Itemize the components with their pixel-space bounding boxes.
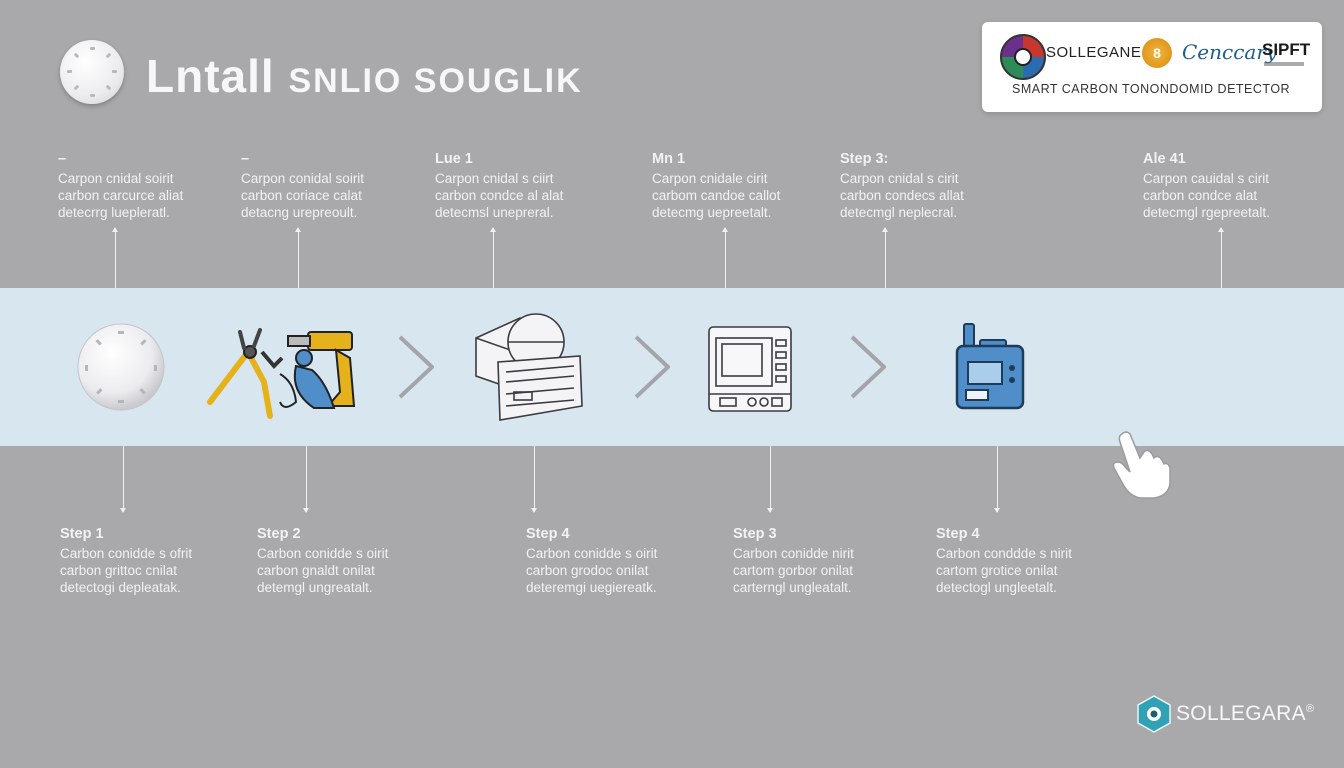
footer-brand-text: SOLLEGARA [1176, 702, 1306, 725]
bottom-step-1-line-2: carbon grittoc cnilat [60, 563, 178, 578]
chevron-right-icon-3 [850, 335, 886, 399]
bottom-arrow-1 [120, 446, 126, 513]
brand-script: Cenccary [1182, 40, 1278, 64]
top-arrow-4 [722, 227, 728, 288]
top-step-4-line-3: detecmg uepreetalt. [652, 205, 772, 220]
bottom-step-4-line-1: Carbon conidde nirit [733, 546, 854, 561]
top-step-5: Step 3: Carpon cnidal s cirit carbon con… [840, 151, 964, 221]
pointer-hand-icon [1112, 431, 1171, 499]
tools-icon [207, 328, 356, 419]
top-step-5-line-3: detecmgl neplecral. [840, 205, 958, 220]
chevron-right-icon-2 [634, 335, 670, 399]
bottom-step-2-title: Step 2 [257, 526, 301, 542]
top-step-5-title: Step 3: [840, 151, 889, 167]
top-arrow-1 [112, 227, 118, 288]
footer-brand-name: SOLLEGARA® [1176, 702, 1314, 726]
bottom-arrow-3 [531, 446, 537, 513]
top-step-2: – Carpon conidal soirit carbon coriace c… [241, 151, 364, 221]
bottom-step-1-title: Step 1 [60, 526, 104, 542]
bottom-arrow-5 [994, 446, 1000, 513]
top-step-1-line-3: detecrrg luepleratl. [58, 205, 170, 220]
bottom-step-5-title: Step 4 [936, 526, 980, 542]
smart-device-icon [955, 323, 1025, 410]
bottom-step-1-line-3: detectogi depleatak. [60, 580, 181, 595]
bottom-arrow-4 [767, 446, 773, 513]
top-step-1-line-2: carbon carcurce aliat [58, 188, 184, 203]
box-icon [475, 313, 583, 421]
top-step-3-line-1: Carpon cnidal s ciirt [435, 171, 554, 186]
bottom-step-4: Step 3 Carbon conidde nirit cartom gorbo… [733, 526, 854, 596]
top-step-1-title: – [58, 151, 67, 167]
top-step-2-title: – [241, 151, 250, 167]
bottom-step-3-line-2: carbon grodoc onilat [526, 563, 649, 578]
page-title-main: Lntall [146, 50, 275, 102]
bottom-step-2-line-3: detemgl ungreatalt. [257, 580, 373, 595]
bottom-step-3: Step 4 Carbon conidde s oirit carbon gro… [526, 526, 657, 596]
bottom-step-3-line-1: Carbon conidde s oirit [526, 546, 658, 561]
top-step-4-title: Mn 1 [652, 151, 686, 167]
top-step-3-line-2: carbon condce al alat [435, 188, 564, 203]
control-panel-icon [708, 326, 792, 412]
chevron-right-icon [398, 335, 434, 399]
top-step-6-title: Ale 41 [1143, 151, 1186, 167]
top-step-4-line-1: Carpon cnidale cirit [652, 171, 768, 186]
top-step-3: Lue 1 Carpon cnidal s ciirt carbon condc… [435, 151, 563, 221]
top-step-3-line-3: detecmsl unepreral. [435, 205, 554, 220]
bottom-step-4-title: Step 3 [733, 526, 777, 542]
top-step-2-line-3: detacng urepreoult. [241, 205, 358, 220]
top-arrow-3 [490, 227, 496, 288]
bottom-step-5: Step 4 Carbon conddde s nirit cartom gro… [936, 526, 1072, 596]
bottom-step-4-line-2: cartom gorbor onilat [733, 563, 854, 578]
bottom-step-1: Step 1 Carbon conidde s ofrit carbon gri… [60, 526, 192, 596]
bottom-step-1-line-1: Carbon conidde s ofrit [60, 546, 193, 561]
brand-seal-icon [1000, 34, 1046, 80]
brand-medal-icon: 8 [1142, 38, 1172, 68]
brand-card: SOLLEGANE 8 Cenccary SIPFT SMART CARBON … [982, 22, 1322, 112]
bottom-step-2-line-1: Carbon conidde s oirit [257, 546, 389, 561]
top-step-4: Mn 1 Carpon cnidale cirit carbom candoe … [652, 151, 780, 221]
footer-brand-icon [1137, 695, 1171, 733]
detector-icon [77, 323, 165, 411]
top-step-5-line-2: carbon condecs allat [840, 188, 964, 203]
brand-tagline: SMART CARBON TONONDOMID DETECTOR [1012, 82, 1291, 96]
header-detector-icon [60, 40, 124, 104]
bottom-step-5-line-3: detectogl ungleetalt. [936, 580, 1057, 595]
top-step-6: Ale 41 Carpon cauidal s cirit carbon con… [1143, 151, 1270, 221]
top-step-1-line-1: Carpon cnidal soirit [58, 171, 174, 186]
top-step-1: – Carpon cnidal soirit carbon carcurce a… [58, 151, 183, 221]
brand-name: SOLLEGANE [1046, 44, 1142, 61]
top-step-5-line-1: Carpon cnidal s cirit [840, 171, 959, 186]
bottom-step-3-line-3: deteremgi uegiereatk. [526, 580, 657, 595]
top-step-6-line-2: carbon condce alat [1143, 188, 1258, 203]
bottom-step-5-line-2: cartom grotice onilat [936, 563, 1058, 578]
top-arrow-2 [295, 227, 301, 288]
bottom-step-4-line-3: carterngl ungleatalt. [733, 580, 852, 595]
page-title: Lntall SNLIO SOUGLIK [146, 52, 583, 105]
top-arrow-6 [1218, 227, 1224, 288]
footer-registered-mark: ® [1305, 703, 1315, 715]
top-step-6-line-3: detecmgl rgepreetalt. [1143, 205, 1270, 220]
bottom-arrow-2 [303, 446, 309, 513]
top-step-2-line-2: carbon coriace calat [241, 188, 362, 203]
brand-mark: SIPFT [1262, 40, 1311, 59]
top-arrow-5 [882, 227, 888, 288]
page-title-rest: SNLIO SOUGLIK [288, 62, 583, 100]
bottom-step-5-line-1: Carbon conddde s nirit [936, 546, 1072, 561]
top-step-2-line-1: Carpon conidal soirit [241, 171, 365, 186]
bottom-step-2: Step 2 Carbon conidde s oirit carbon gna… [257, 526, 388, 596]
bottom-step-3-title: Step 4 [526, 526, 570, 542]
bottom-step-2-line-2: carbon gnaldt onilat [257, 563, 375, 578]
top-step-6-line-1: Carpon cauidal s cirit [1143, 171, 1270, 186]
top-step-3-title: Lue 1 [435, 151, 473, 167]
process-band [0, 288, 1344, 446]
top-step-4-line-2: carbom candoe callot [652, 188, 781, 203]
brand-underline [1264, 62, 1304, 66]
